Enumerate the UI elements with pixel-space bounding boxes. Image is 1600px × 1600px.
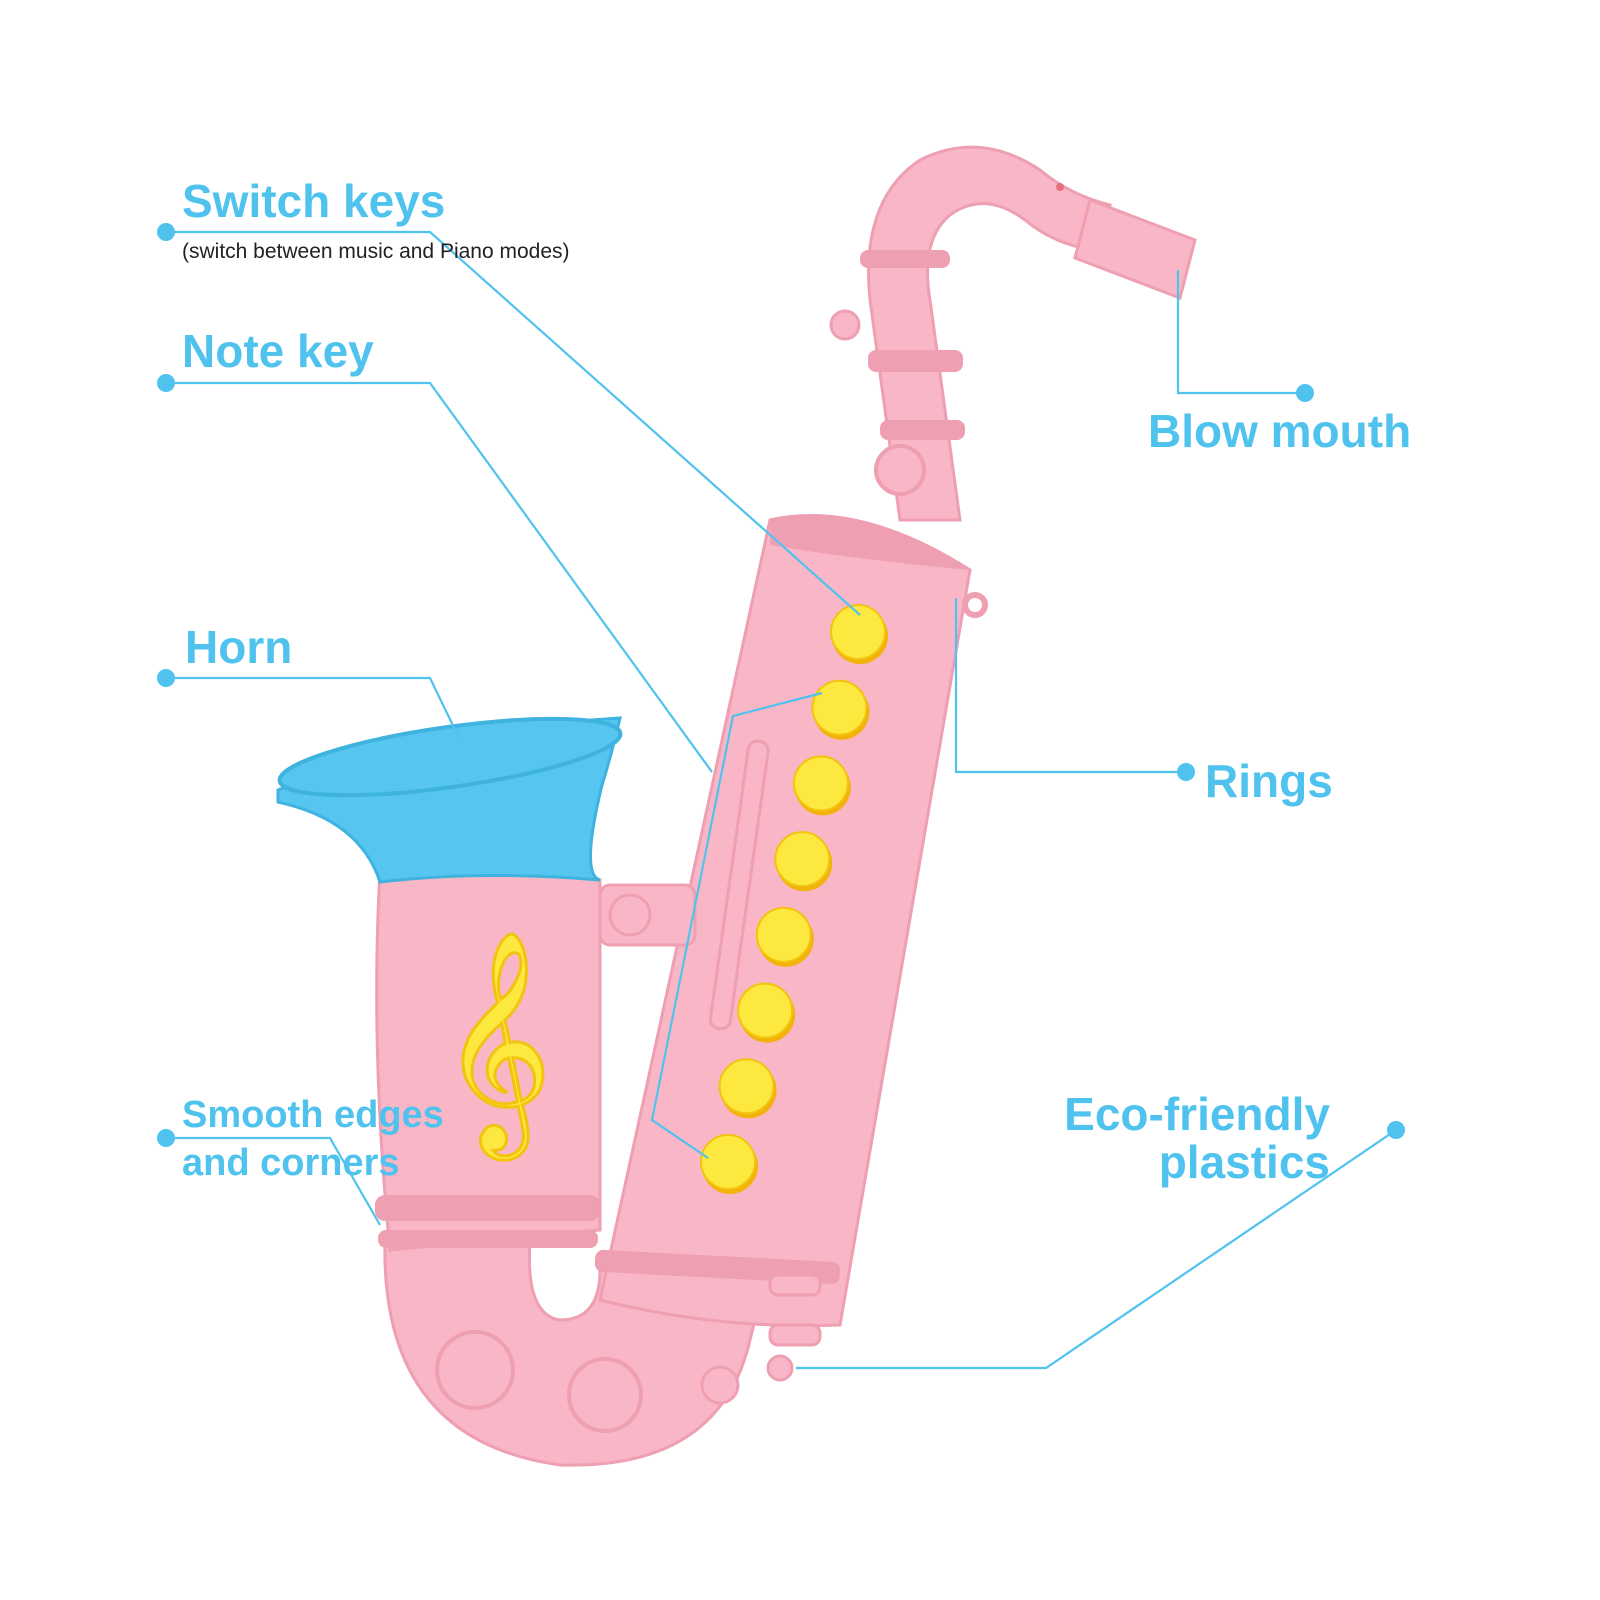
treble-clef-icon: 𝄞 bbox=[440, 929, 552, 1160]
rings-dot bbox=[1177, 763, 1195, 781]
note-key[interactable] bbox=[811, 679, 868, 736]
note-key[interactable] bbox=[755, 906, 812, 963]
smooth-edges-leader bbox=[166, 1136, 381, 1226]
horn-stem bbox=[375, 865, 602, 1252]
smooth-edges-dot bbox=[157, 1129, 175, 1147]
eco-plastics-leader bbox=[796, 1129, 1397, 1370]
note-key[interactable] bbox=[737, 982, 794, 1039]
blow-mouth-leader bbox=[1176, 270, 1305, 395]
note-key-title: Note key bbox=[182, 325, 374, 377]
note-key-leader bbox=[166, 381, 713, 773]
note-key[interactable] bbox=[700, 1134, 756, 1190]
eco-plastics-dot bbox=[1387, 1121, 1405, 1139]
note-key-bracket bbox=[650, 691, 823, 1159]
note-key-dot bbox=[157, 374, 175, 392]
switch-keys-leader bbox=[166, 230, 861, 616]
smooth-edges-line1: Smooth edges bbox=[182, 1094, 444, 1136]
note-keys-group bbox=[700, 604, 888, 1194]
horn-leader bbox=[166, 676, 461, 741]
blow-mouth-dot bbox=[1296, 384, 1314, 402]
smooth-edges-title: Smooth edges and corners bbox=[182, 1092, 444, 1187]
blow-mouth-title: Blow mouth bbox=[1148, 405, 1412, 457]
switch-keys-subtitle: (switch between music and Piano modes) bbox=[182, 240, 570, 263]
rings-title: Rings bbox=[1205, 755, 1333, 807]
horn-dot bbox=[157, 669, 175, 687]
saxophone-neck bbox=[829, 145, 1112, 522]
switch-keys-dot bbox=[157, 223, 175, 241]
note-key[interactable] bbox=[774, 831, 831, 888]
note-key[interactable] bbox=[792, 755, 849, 812]
eco-plastics-line2: plastics bbox=[1158, 1136, 1330, 1189]
horn-bell bbox=[276, 716, 623, 884]
smooth-edges-line2: and corners bbox=[182, 1141, 400, 1184]
eco-plastics-title: Eco-friendly plastics bbox=[1064, 1090, 1330, 1187]
rings-leader bbox=[954, 598, 1186, 774]
switch-keys-title: Switch keys bbox=[182, 175, 446, 227]
mouthpiece bbox=[1056, 183, 1197, 300]
bottom-rings bbox=[766, 1273, 822, 1382]
eco-plastics-line1: Eco-friendly bbox=[1064, 1088, 1330, 1140]
note-key[interactable] bbox=[718, 1058, 775, 1115]
note-key[interactable] bbox=[830, 604, 886, 660]
horn-title: Horn bbox=[185, 621, 293, 673]
